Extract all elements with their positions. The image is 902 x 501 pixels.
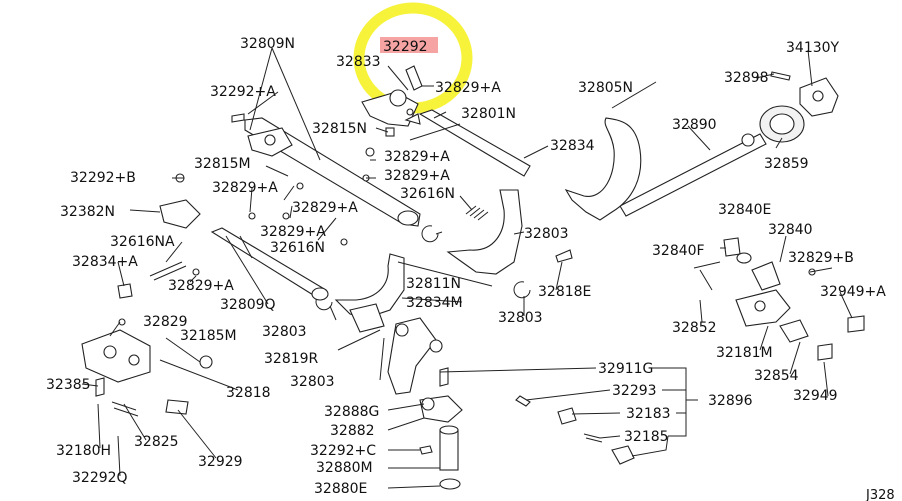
part-label[interactable]: 32898 xyxy=(724,70,769,86)
part-label[interactable]: 32385 xyxy=(46,377,91,393)
part-label[interactable]: 32185M xyxy=(180,328,237,344)
part-label[interactable]: 32859 xyxy=(764,156,809,172)
part-label[interactable]: 32382N xyxy=(60,204,115,220)
part-label[interactable]: 32181M xyxy=(716,345,773,361)
part-label[interactable]: 32185 xyxy=(624,429,669,445)
part-label[interactable]: 32888G xyxy=(324,404,379,420)
part-label[interactable]: 32829+A xyxy=(292,200,358,216)
part-label[interactable]: 32180H xyxy=(56,443,111,459)
part-label[interactable]: 32809N xyxy=(240,36,295,52)
part-label[interactable]: 32183 xyxy=(626,406,671,422)
part-label[interactable]: 32292+B xyxy=(70,170,136,186)
part-label[interactable]: 32829+A xyxy=(260,224,326,240)
part-label[interactable]: 32811N xyxy=(406,276,461,292)
part-label[interactable]: 32829 xyxy=(143,314,188,330)
part-label[interactable]: 32803 xyxy=(524,226,569,242)
part-label[interactable]: 32818E xyxy=(538,284,591,300)
part-label[interactable]: 32803 xyxy=(290,374,335,390)
part-label[interactable]: 32803 xyxy=(498,310,543,326)
part-label[interactable]: 32829+B xyxy=(788,250,854,266)
part-label[interactable]: 32616N xyxy=(400,186,455,202)
highlighted-label-background xyxy=(380,37,438,53)
part-label[interactable]: 32292 xyxy=(383,39,428,55)
part-label[interactable]: 32834M xyxy=(406,295,463,311)
part-label[interactable]: 32292+A xyxy=(210,84,276,100)
part-label[interactable]: 32882 xyxy=(330,423,375,439)
parts-graphics xyxy=(81,65,865,490)
part-label[interactable]: 32616N xyxy=(270,240,325,256)
part-label[interactable]: 32819R xyxy=(264,351,319,367)
part-label[interactable]: 32292Q xyxy=(72,470,128,486)
part-label[interactable]: 32840 xyxy=(768,222,813,238)
part-label[interactable]: 32852 xyxy=(672,320,717,336)
part-label[interactable]: 32834+A xyxy=(72,254,138,270)
part-label[interactable]: 32829+A xyxy=(384,168,450,184)
part-label[interactable]: 32818 xyxy=(226,385,271,401)
part-label[interactable]: 32815N xyxy=(312,121,367,137)
part-label[interactable]: 32805N xyxy=(578,80,633,96)
part-label[interactable]: 32829+A xyxy=(384,149,450,165)
part-label[interactable]: 32896 xyxy=(708,393,753,409)
part-label[interactable]: 32911G xyxy=(598,361,653,377)
part-label[interactable]: 32834 xyxy=(550,138,595,154)
part-label[interactable]: 34130Y xyxy=(786,40,840,56)
part-label[interactable]: 32890 xyxy=(672,117,717,133)
part-label[interactable]: 32929 xyxy=(198,454,243,470)
part-label[interactable]: 32829+A xyxy=(212,180,278,196)
part-label[interactable]: 32840E xyxy=(718,202,771,218)
part-label[interactable]: 32854 xyxy=(754,368,799,384)
part-label[interactable]: 32803 xyxy=(262,324,307,340)
part-label[interactable]: 32292+C xyxy=(310,443,376,459)
part-label[interactable]: 32949 xyxy=(793,388,838,404)
part-label[interactable]: 32815M xyxy=(194,156,251,172)
part-label[interactable]: 32616NA xyxy=(110,234,175,250)
part-label[interactable]: 32829+A xyxy=(168,278,234,294)
part-label[interactable]: 32880E xyxy=(314,481,367,497)
part-label[interactable]: 32293 xyxy=(612,383,657,399)
part-label[interactable]: 32825 xyxy=(134,434,179,450)
part-label[interactable]: 32833 xyxy=(336,54,381,70)
part-label[interactable]: 32880M xyxy=(316,460,373,476)
leader-lines xyxy=(81,47,853,489)
part-label[interactable]: 32809Q xyxy=(220,297,276,313)
part-label[interactable]: 32840F xyxy=(652,243,705,259)
part-label[interactable]: 32801N xyxy=(461,106,516,122)
part-label[interactable]: 32829+A xyxy=(435,80,501,96)
diagram-code: J328 xyxy=(865,488,895,501)
part-label[interactable]: 32949+A xyxy=(820,284,886,300)
